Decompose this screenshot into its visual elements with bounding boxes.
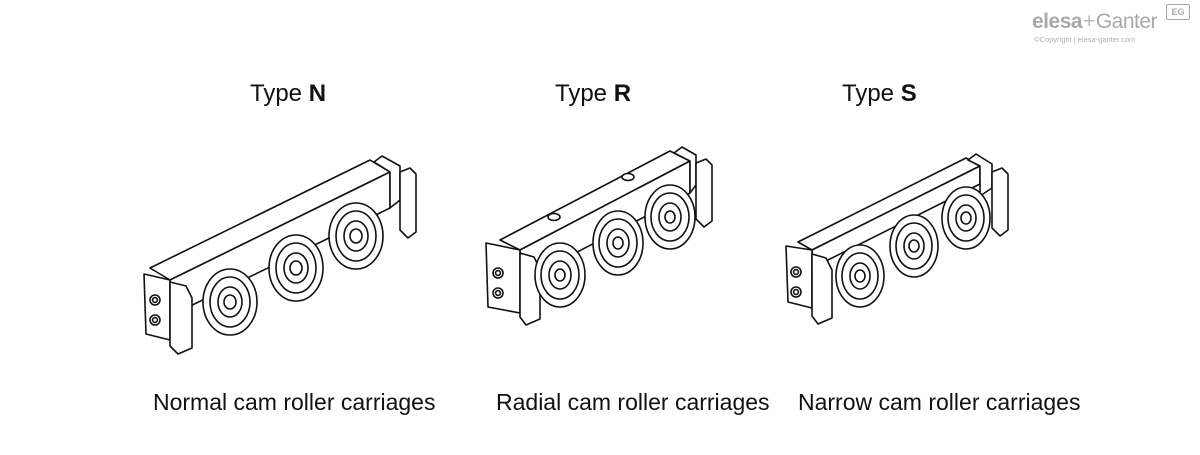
type-r-caption: Radial cam roller carriages	[496, 389, 770, 415]
type-r-title: Type R	[555, 80, 631, 108]
type-n-carriage-drawing	[138, 150, 423, 355]
type-n-prefix: Type	[250, 80, 309, 107]
type-r-carriage-drawing	[480, 145, 725, 335]
type-s-prefix: Type	[842, 80, 901, 107]
elesa-ganter-logo: elesa+Ganter EG ©Copyright | elesa-gante…	[1030, 4, 1198, 44]
logo-copyright: ©Copyright | elesa-ganter.com	[1034, 35, 1136, 44]
logo-plus: +	[1083, 10, 1095, 33]
type-n-caption: Normal cam roller carriages	[153, 389, 436, 415]
logo-brand-right: Ganter	[1095, 10, 1158, 33]
type-n-letter: N	[308, 80, 327, 107]
type-r-prefix: Type	[555, 80, 614, 107]
logo-brand-left: elesa	[1032, 10, 1083, 33]
type-s-caption: Narrow cam roller carriages	[798, 389, 1081, 415]
logo-wordmark: elesa+Ganter	[1032, 10, 1158, 34]
type-s-letter: S	[900, 80, 917, 107]
type-r-letter: R	[613, 80, 632, 107]
type-s-title: Type S	[842, 80, 917, 108]
type-s-carriage-drawing	[782, 150, 1022, 335]
type-n-title: Type N	[250, 80, 326, 108]
logo-badge: EG	[1166, 4, 1190, 20]
